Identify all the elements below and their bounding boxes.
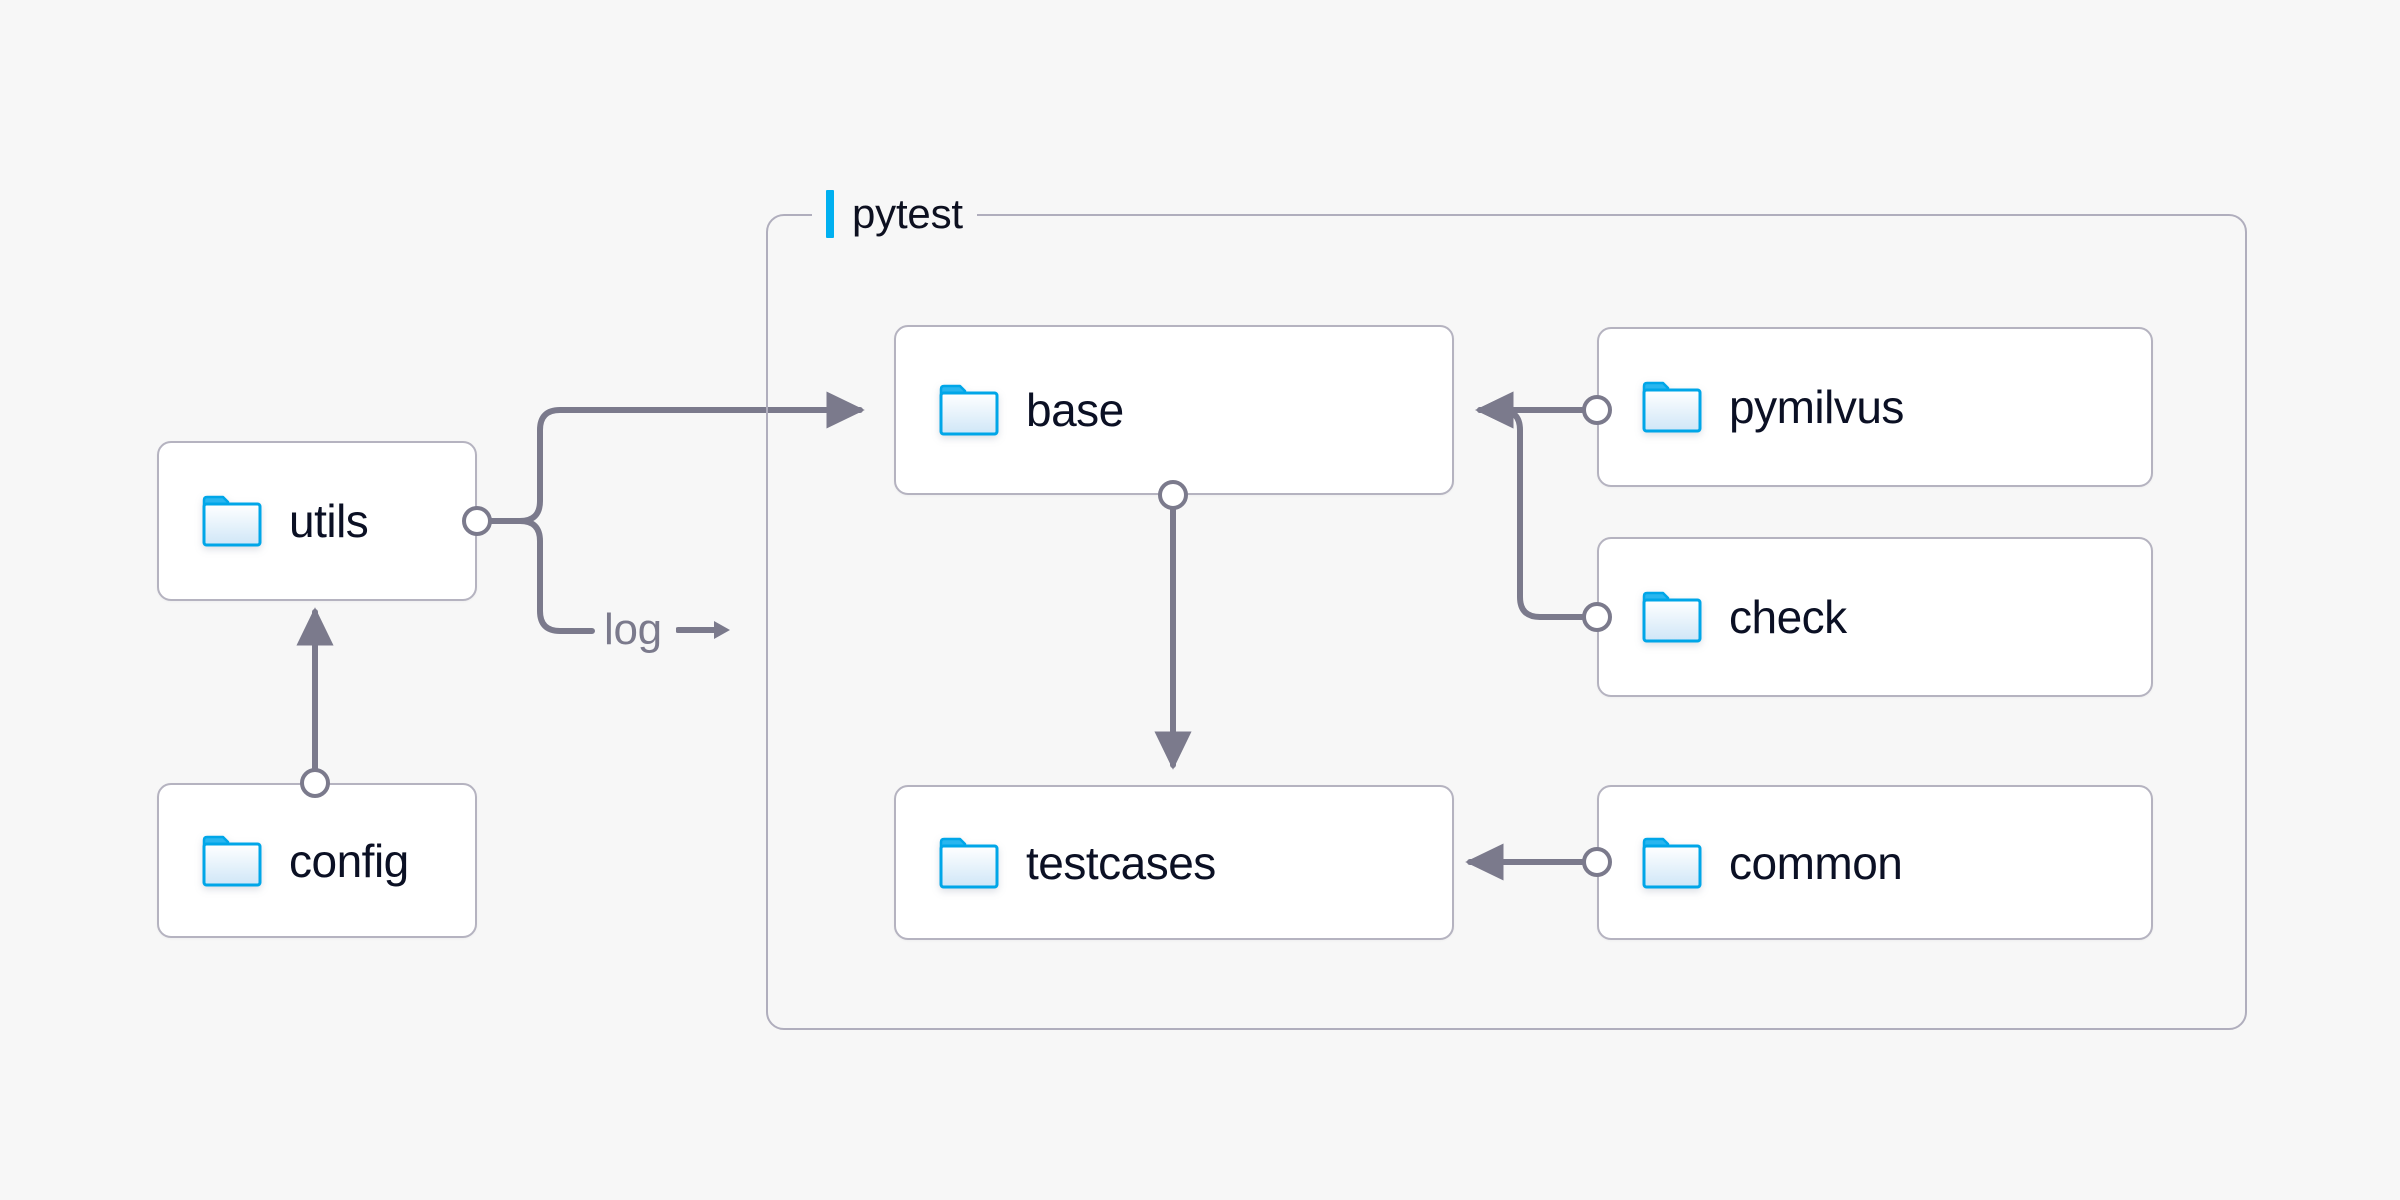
- port-utils-right[interactable]: [462, 506, 492, 536]
- node-pymilvus[interactable]: pymilvus: [1597, 327, 2153, 487]
- edge-utils-log: [484, 518, 595, 634]
- edge-label-log[interactable]: log: [604, 605, 732, 655]
- folder-icon: [1642, 837, 1702, 888]
- node-common-content: common: [1599, 836, 1903, 890]
- group-container-pytest[interactable]: [766, 214, 2247, 1030]
- node-testcases-content: testcases: [896, 836, 1216, 890]
- node-utils-content: utils: [159, 494, 369, 548]
- folder-icon: [202, 835, 262, 886]
- node-check-content: check: [1599, 590, 1847, 644]
- node-check[interactable]: check: [1597, 537, 2153, 697]
- node-pymilvus-content: pymilvus: [1599, 380, 1904, 434]
- folder-icon: [939, 837, 999, 888]
- node-config[interactable]: config: [157, 783, 477, 938]
- node-check-label: check: [1729, 591, 1847, 643]
- node-common-label: common: [1729, 836, 1903, 889]
- group-label-pytest[interactable]: pytest: [812, 186, 977, 242]
- node-config-label: config: [289, 834, 409, 887]
- folder-icon: [939, 384, 999, 436]
- folder-icon: [1642, 591, 1702, 643]
- group-accent-bar-icon: [826, 190, 834, 238]
- node-base-content: base: [896, 383, 1124, 437]
- port-config-top[interactable]: [300, 768, 330, 798]
- edge-label-log-text: log: [604, 605, 662, 654]
- node-testcases[interactable]: testcases: [894, 785, 1454, 940]
- arrow-right-icon: [675, 621, 730, 639]
- node-testcases-label: testcases: [1026, 836, 1216, 889]
- node-base[interactable]: base: [894, 325, 1454, 495]
- node-utils-label: utils: [289, 495, 369, 547]
- node-pymilvus-label: pymilvus: [1729, 381, 1904, 433]
- node-common[interactable]: common: [1597, 785, 2153, 940]
- port-common-left[interactable]: [1582, 847, 1612, 877]
- port-base-bottom[interactable]: [1158, 480, 1188, 510]
- port-pymilvus-left[interactable]: [1582, 395, 1612, 425]
- node-utils[interactable]: utils: [157, 441, 477, 601]
- port-check-left[interactable]: [1582, 602, 1612, 632]
- folder-icon: [202, 495, 262, 547]
- node-config-content: config: [159, 834, 409, 888]
- folder-icon: [1642, 381, 1702, 433]
- node-base-label: base: [1026, 384, 1124, 436]
- group-label-text: pytest: [852, 190, 963, 237]
